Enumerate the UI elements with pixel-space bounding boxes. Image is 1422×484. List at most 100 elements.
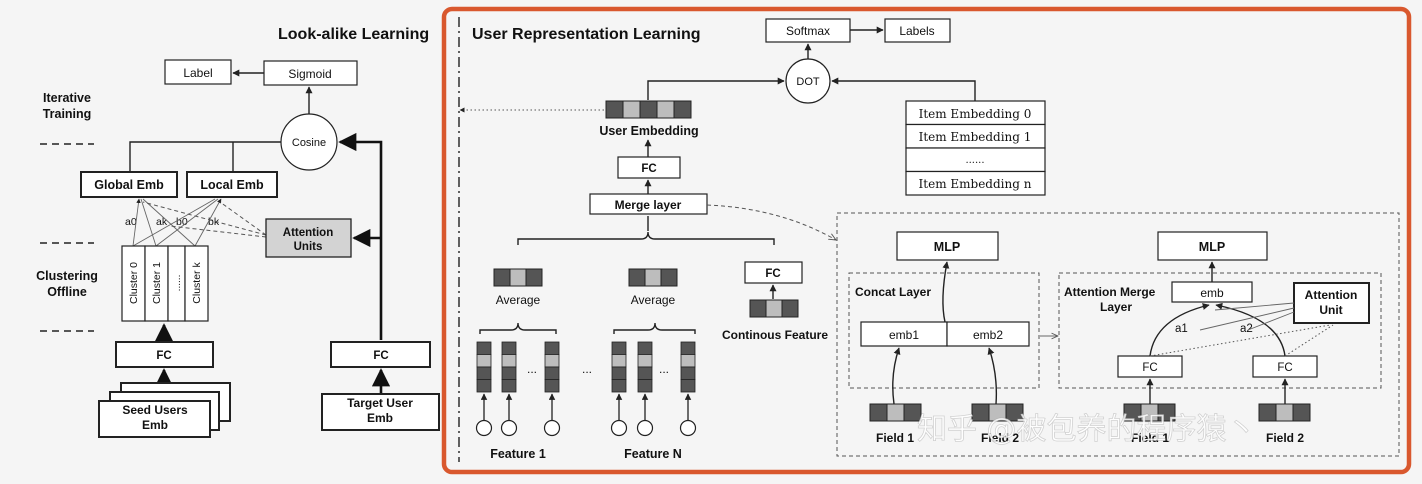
seed-users-line2: Emb bbox=[142, 418, 168, 432]
feature-input-node bbox=[543, 419, 561, 437]
item-embedding-table bbox=[905, 100, 1046, 196]
feature-column-segment bbox=[476, 379, 492, 393]
merge-layer-box bbox=[589, 193, 708, 215]
feature-column-segment bbox=[611, 354, 627, 368]
ur-title: User Representation Learning bbox=[472, 26, 701, 43]
ur-fc-text: FC bbox=[641, 163, 656, 175]
feature-column-segment bbox=[501, 379, 517, 393]
continuous-fc-text: FC bbox=[765, 268, 780, 280]
featuren-brace bbox=[613, 322, 696, 334]
feature-column-segment bbox=[476, 341, 492, 355]
clustering-offline-line1: Clustering bbox=[36, 269, 98, 283]
attention-field-2-vector bbox=[1258, 403, 1311, 422]
average-vector-1 bbox=[493, 268, 543, 287]
items-to-dot-arrow bbox=[831, 77, 976, 101]
labels-box bbox=[884, 18, 951, 43]
weight-ak: ak bbox=[156, 216, 168, 228]
feature-column-segment bbox=[501, 366, 517, 380]
user-embedding-label: User Embedding bbox=[599, 124, 698, 138]
cosine-text: Cosine bbox=[292, 137, 326, 149]
feature-column-segment bbox=[544, 341, 560, 355]
feature-column-segment bbox=[637, 354, 653, 368]
cluster-0-text: Cluster 0 bbox=[128, 262, 140, 304]
emb1-text: emb1 bbox=[889, 328, 919, 342]
concat-layer-label: Concat Layer bbox=[855, 285, 931, 299]
attention-merge-label-line1: Attention Merge bbox=[1064, 285, 1156, 299]
feature-column-segment bbox=[611, 379, 627, 393]
attention-mlp-text: MLP bbox=[1199, 240, 1225, 254]
concat-mlp-text: MLP bbox=[934, 240, 960, 254]
target-user-line2: Emb bbox=[367, 411, 393, 425]
average-vector-2 bbox=[628, 268, 678, 287]
feature-column-segment bbox=[544, 354, 560, 368]
item-embedding-1: Item Embedding 1 bbox=[919, 130, 1032, 144]
feature-column-segment bbox=[680, 354, 696, 368]
field2-to-emb2-arrow bbox=[987, 347, 998, 405]
fc1-to-emb-arrow bbox=[1149, 303, 1210, 357]
feature-column-segment bbox=[544, 379, 560, 393]
iterative-training-line2: Training bbox=[43, 107, 92, 121]
feature-column-segment bbox=[501, 354, 517, 368]
attention-merge-panel bbox=[1058, 272, 1382, 389]
feature-column-segment bbox=[637, 379, 653, 393]
fc2-to-attn-unit-dotted bbox=[1284, 324, 1334, 357]
attention-emb-text: emb bbox=[1200, 286, 1224, 300]
cluster-columns bbox=[121, 245, 209, 322]
attention-merge-label-line2: Layer bbox=[1100, 300, 1132, 314]
field1-to-emb1-arrow bbox=[892, 347, 901, 405]
labels-text: Labels bbox=[899, 24, 934, 38]
attention-fc-2-text: FC bbox=[1277, 362, 1292, 374]
feature-column-segment bbox=[611, 366, 627, 380]
emb2-box bbox=[946, 321, 1030, 347]
attention-weight-a1: a1 bbox=[1175, 323, 1188, 335]
concat-field-1-vector bbox=[869, 403, 922, 422]
weight-bk: bk bbox=[208, 216, 220, 228]
user-emb-to-dot-arrow bbox=[647, 77, 785, 100]
global-emb-box bbox=[80, 171, 178, 198]
attn-unit-to-emb-1 bbox=[1214, 302, 1295, 311]
attention-units-line2: Units bbox=[294, 241, 323, 253]
local-emb-box bbox=[186, 171, 278, 198]
clustering-offline-line2: Offline bbox=[47, 285, 87, 299]
attention-field-1-label: Field 1 bbox=[1131, 431, 1169, 445]
global-to-cosine-line bbox=[129, 141, 281, 171]
attention-weight-a2: a2 bbox=[1240, 323, 1253, 335]
concat-field-2-label: Field 2 bbox=[981, 431, 1019, 445]
fc2-to-emb-arrow bbox=[1215, 302, 1286, 357]
feature-column-segment bbox=[680, 366, 696, 380]
featuren-ellipsis: ... bbox=[659, 362, 669, 376]
ur-fc-box bbox=[617, 156, 681, 179]
attn-unit-to-emb-3 bbox=[1247, 311, 1295, 331]
label-box bbox=[164, 59, 232, 85]
user-embedding-vector bbox=[605, 100, 692, 119]
cluster-ellipsis-text: ...... bbox=[172, 275, 183, 292]
concat-to-mlp-arrow bbox=[942, 261, 950, 323]
feature-columns bbox=[475, 341, 697, 437]
iterative-training-line1: Iterative bbox=[43, 91, 91, 105]
cluster-1-text: Cluster 1 bbox=[151, 262, 163, 304]
feature-input-node bbox=[679, 419, 697, 437]
concat-mlp-box bbox=[896, 231, 999, 261]
feature-input-node bbox=[475, 419, 493, 437]
merge-layer-text: Merge layer bbox=[615, 198, 682, 212]
features-between-ellipsis: ... bbox=[582, 362, 592, 376]
cluster-to-emb-lines bbox=[132, 198, 222, 247]
lookalike-title: Look-alike Learning bbox=[278, 26, 429, 43]
seed-users-box bbox=[98, 400, 211, 438]
watermark-text: 知乎 @被包养的程序猿丶 bbox=[917, 412, 1257, 447]
local-emb-text: Local Emb bbox=[200, 178, 264, 192]
seed-users-line1: Seed Users bbox=[122, 403, 188, 417]
merge-input-brace bbox=[517, 231, 775, 245]
average-2-text: Average bbox=[631, 293, 676, 307]
feature-column-segment bbox=[637, 366, 653, 380]
weight-b0: b0 bbox=[176, 216, 188, 228]
attention-dash-3 bbox=[169, 225, 267, 238]
target-user-box bbox=[321, 393, 440, 431]
target-fc-box bbox=[330, 341, 431, 368]
item-embedding-ellipsis: ...... bbox=[965, 155, 984, 166]
target-fc-text: FC bbox=[373, 350, 388, 362]
feature-input-node bbox=[610, 419, 628, 437]
feature-column-segment bbox=[476, 354, 492, 368]
